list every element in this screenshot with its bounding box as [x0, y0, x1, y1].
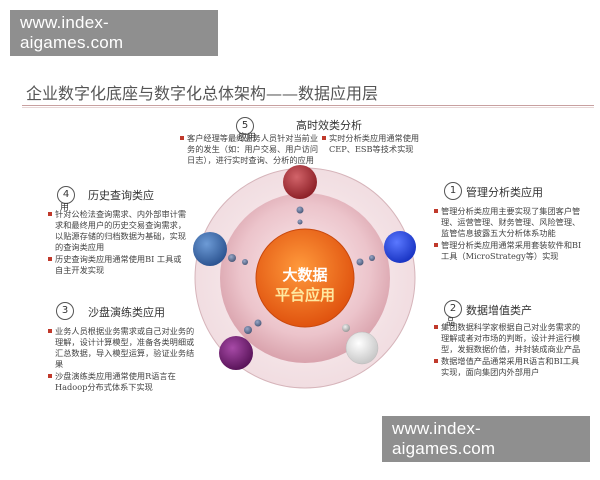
node-right-management — [384, 231, 416, 263]
section-1-item: 管理分析类应用主要实现了集团客户管理、运营管理、财务管理、风险管理、监管信息披露… — [434, 206, 584, 239]
node-bottom-left-sandbox — [219, 336, 253, 370]
title-divider — [22, 105, 594, 106]
node-bottom-right-value — [345, 331, 379, 365]
section-2-item: 数据增值产品通常采用R语言和BI工具实现，面向集团内外部用户 — [434, 356, 584, 378]
section-2-title: 数据增值类产 — [466, 304, 532, 317]
section-3-item: 沙盘演练类应用通常使用R语言在Hadoop分布式体系下实现 — [48, 371, 198, 393]
section-1-title: 管理分析类应用 — [466, 186, 543, 199]
connector-dot — [342, 324, 350, 332]
section-3-title: 沙盘演练类应用 — [88, 306, 165, 319]
section-2-body: 集团数据科学家根据自己对业务需求的理解或者对市场的判断，设计并运行模型，发掘数据… — [434, 322, 584, 379]
section-5-title: 高时效类分析 — [296, 119, 362, 132]
section-4-item: 针对公检法查询需求、内外部审计需求和最终用户的历史交易查询需求，以贴源存储的归档… — [48, 209, 187, 252]
section-1-number: 1 — [444, 182, 462, 200]
core-circle — [255, 228, 355, 328]
section-3-item: 业务人员根据业务需求或自己对业务的理解，设计计算模型，准备各类明细或汇总数据，导… — [48, 326, 198, 370]
center-label-line2: 平台应用 — [274, 286, 335, 304]
connector-dot — [242, 259, 248, 265]
section-4-title: 历史查询类应 — [88, 189, 154, 202]
title-divider-shadow — [22, 107, 594, 108]
section-5-left-item: 客户经理等最终业务人员针对当前业务的发生（如：用户交易、用户访问日志），进行实时… — [180, 133, 325, 166]
center-label: 大数据 平台应用 — [255, 265, 355, 305]
section-3-number: 3 — [56, 302, 74, 320]
center-label-line1: 大数据 — [282, 266, 328, 284]
node-left-history — [193, 232, 227, 266]
connector-dot — [254, 319, 262, 327]
section-1-item: 管理分析类应用通常采用套装软件和BI工具（MicroStrategy等）实现 — [434, 240, 584, 262]
page-title: 企业数字化底座与数字化总体架构——数据应用层 — [26, 84, 379, 103]
connector-dot — [369, 255, 375, 261]
connector-dot — [296, 206, 304, 214]
watermark-top: www.index-aigames.com — [10, 10, 218, 56]
section-4-item: 历史查询类应用通常使用BI 工具或自主开发实现 — [48, 254, 188, 276]
section-1-body: 管理分析类应用主要实现了集团客户管理、运营管理、财务管理、风险管理、监管信息披露… — [434, 206, 584, 263]
connector-dot — [297, 219, 303, 225]
section-4-title-wrap: 用 — [60, 203, 70, 213]
section-4-number: 4 — [57, 186, 75, 204]
section-5-number: 5 — [236, 117, 254, 135]
connector-dot — [228, 254, 236, 262]
section-5-right-body: 实时分析类应用通常使用CEP、ESB等技术实现 — [322, 133, 440, 156]
section-2-title-wrap: 品 — [446, 318, 456, 328]
section-3-body: 业务人员根据业务需求或自己对业务的理解，设计计算模型，准备各类明细或汇总数据，导… — [48, 326, 198, 394]
section-2-number: 2 — [444, 300, 462, 318]
section-4-body: 针对公检法查询需求、内外部审计需求和最终用户的历史交易查询需求，以贴源存储的归档… — [48, 209, 188, 277]
connector-dot — [244, 326, 252, 334]
section-5-left-body: 客户经理等最终业务人员针对当前业务的发生（如：用户交易、用户访问日志），进行实时… — [180, 133, 325, 167]
watermark-bottom: www.index-aigames.com — [382, 416, 590, 462]
section-5-title-wrap: 应用 — [238, 133, 257, 143]
node-top-realtime — [283, 165, 317, 199]
connector-dot — [356, 258, 364, 266]
section-2-item: 集团数据科学家根据自己对业务需求的理解或者对市场的判断，设计并运行模型，发掘数据… — [434, 322, 584, 355]
section-5-right-item: 实时分析类应用通常使用CEP、ESB等技术实现 — [322, 133, 440, 155]
